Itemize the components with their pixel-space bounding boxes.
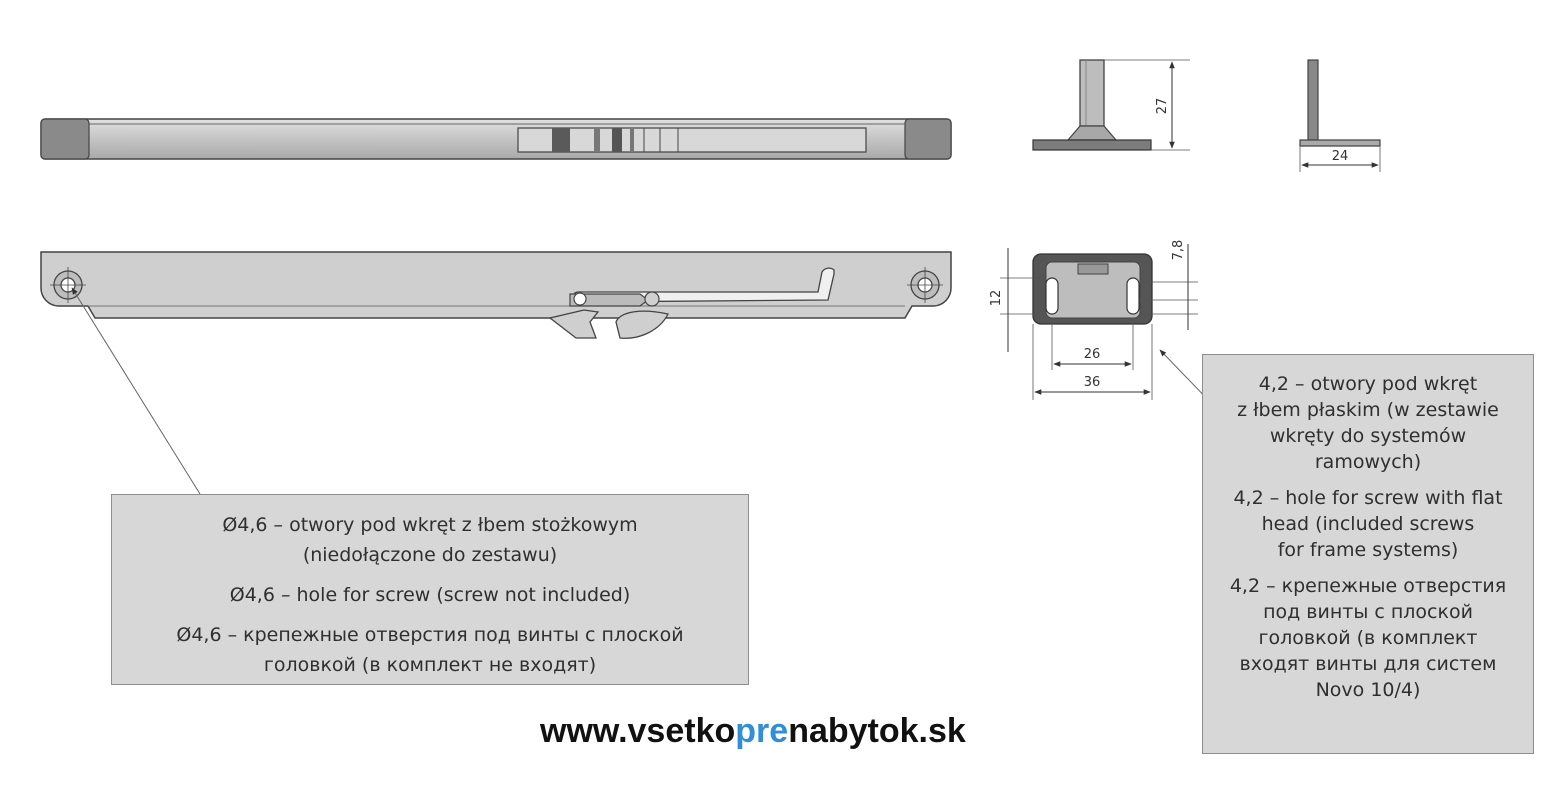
note-right-en-3: for frame systems) [1277, 539, 1459, 561]
note-right-pl-2: z łbem płaskim (w zestawie [1237, 399, 1499, 421]
dim-width-26: 26 [1084, 347, 1101, 362]
note-right-ru-5: Novo 10/4) [1315, 679, 1421, 701]
note-left-pl-1: Ø4,6 – otwory pod wkręt z łbem stożkowym [222, 514, 638, 536]
catch-front-view [1032, 59, 1190, 151]
note-left-screw-hole: Ø4,6 – otwory pod wkręt z łbem stożkowym… [111, 494, 749, 685]
note-right-ru-4: входят винты для систем [1239, 653, 1497, 675]
catch-plate-top-view [1000, 244, 1198, 400]
note-right-ru-3: головкой (в комплект [1258, 627, 1478, 649]
note-right-pl-4: ramowych) [1314, 451, 1422, 473]
leader-line-left [71, 287, 201, 495]
note-left-pl-2: (niedołączone do zestawu) [302, 544, 558, 566]
note-right-pl-3: wkręty do systemów [1269, 425, 1467, 447]
note-left-en: Ø4,6 – hole for screw (screw not include… [229, 584, 631, 606]
note-left-ru-1: Ø4,6 – крепежные отверстия под винты с п… [176, 624, 684, 646]
dim-width-36: 36 [1084, 375, 1101, 390]
note-right-ru-2: под винты с плоской [1263, 601, 1473, 623]
website-part-1: www.vsetko [540, 712, 736, 750]
dim-width-24: 24 [1332, 149, 1349, 164]
note-left-ru-2: головкой (в комплект не входят) [263, 654, 597, 676]
rail-side-view [40, 251, 952, 339]
note-right-en-2: head (included screws [1261, 513, 1475, 535]
rail-top-view [40, 118, 952, 160]
note-right-pl-1: 4,2 – otwory pod wkręt [1258, 373, 1478, 395]
website-part-2: nabytok.sk [788, 712, 966, 750]
dim-height-12: 12 [989, 290, 1004, 307]
website-part-accent: pre [735, 712, 789, 750]
catch-side-view [1299, 59, 1381, 172]
website-url[interactable]: www.vsetkoprenabytok.sk [540, 712, 1020, 751]
mounting-hole-right [907, 267, 943, 303]
note-right-ru-1: 4,2 – крепежные отверстия [1229, 575, 1507, 597]
note-right-en-1: 4,2 – hole for screw with flat [1233, 487, 1503, 509]
note-right-screw-hole: 4,2 – otwory pod wkręt z łbem płaskim (w… [1202, 354, 1534, 754]
dim-height-7-8: 7,8 [1171, 240, 1186, 261]
dim-height-27: 27 [1155, 98, 1170, 115]
